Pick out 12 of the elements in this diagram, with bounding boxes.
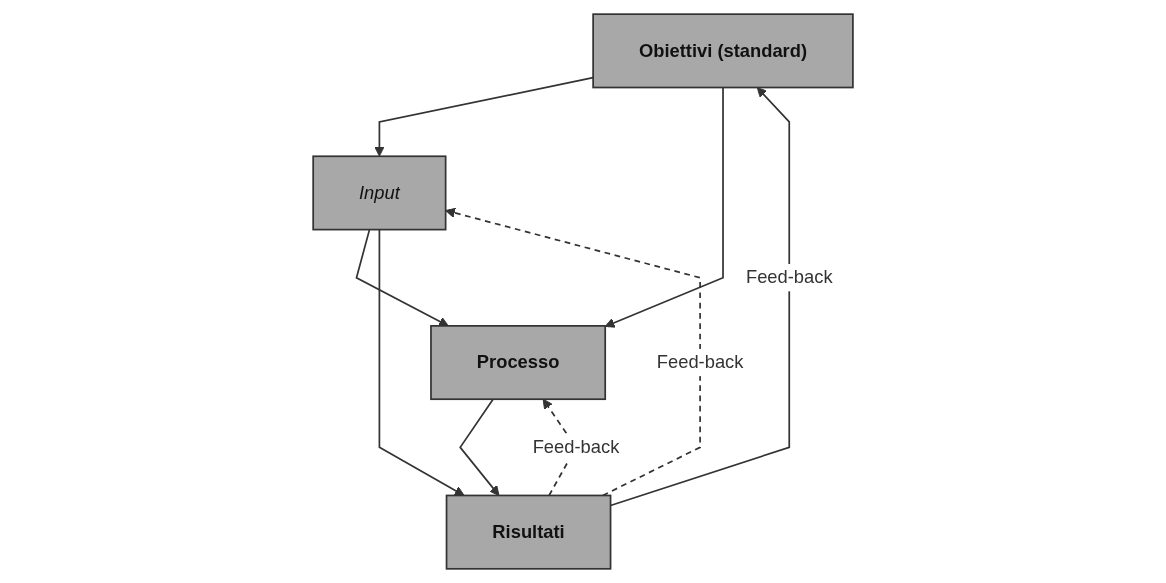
arrow — [604, 86, 724, 328]
arrow — [374, 76, 594, 157]
node-box: Processo — [430, 325, 607, 401]
edge-label: Feed-back — [532, 437, 620, 457]
edge-label: Feed-back — [745, 267, 833, 287]
arrow — [355, 228, 449, 327]
edge-label: Feed-back — [656, 352, 744, 372]
arrow — [378, 228, 465, 496]
node-box: Obiettivi (standard) — [592, 13, 854, 89]
arrow — [459, 398, 500, 496]
node-box: Input — [312, 155, 447, 231]
node-box: Risultati — [445, 494, 612, 570]
